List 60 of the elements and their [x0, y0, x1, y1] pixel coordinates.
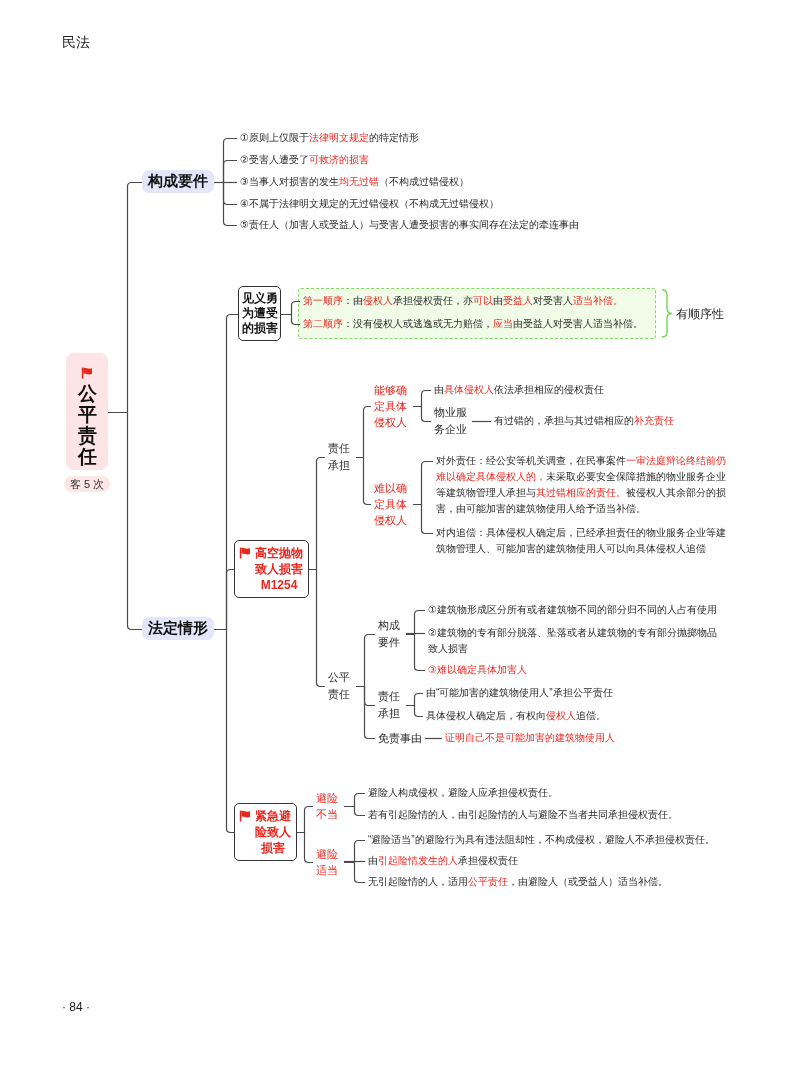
connector-line: [412, 405, 432, 423]
connector-line: [343, 805, 366, 817]
key-point-label: 难以确定具体侵权人: [371, 480, 413, 528]
key-point-text: 证明自己不是可能加害的建筑物使用人: [442, 730, 618, 746]
branch-label: 构成要件: [375, 617, 406, 651]
root-topic-card: [66, 353, 108, 470]
branch-text: ①原则上仅限于法律明文规定的特定情形: [237, 130, 422, 146]
connector-line: [405, 633, 426, 672]
root-topic-title: 公平责任: [77, 384, 97, 468]
branch-label: 物业服务企业: [431, 404, 472, 438]
key-point-text: ③难以确定具体加害人: [425, 662, 530, 678]
branch-topic-box: 见义勇为遭受的损害: [238, 286, 281, 341]
branch-text: ②建筑物的专有部分脱落、坠落或者从建筑物的专有部分抛掷物品致人损害: [425, 625, 726, 657]
branch-text: 有过错的，承担与其过错相应的补充责任: [491, 413, 677, 429]
branch-topic-title: 紧急避险致人损害: [254, 808, 292, 856]
branch-text: 第二顺序：没有侵权人或逃逸或无力赔偿，应当由受益人对受害人适当补偿。: [300, 316, 646, 332]
connector-line: [343, 861, 366, 884]
branch-topic-title: 高空抛物致人损害 M1254: [254, 545, 304, 593]
subtopic-label: 法定情形: [142, 617, 214, 640]
connector-line: [296, 831, 314, 864]
connector-line: [424, 737, 443, 740]
branch-label: 公平责任: [325, 669, 356, 703]
connector-line: [213, 181, 238, 227]
page-number: · 84 ·: [62, 999, 90, 1016]
branch-label: 责任承担: [375, 688, 406, 722]
page-header: 民法: [62, 33, 90, 51]
branch-text: 第一顺序：由侵权人承担侵权责任，亦可以由受益人对受害人适当补偿。: [300, 293, 626, 309]
branch-label: 免责事由: [375, 730, 425, 746]
branch-text: 无引起险情的人，适用公平责任，由避险人（或受益人）适当补偿。: [365, 874, 671, 890]
subtopic-label: 构成要件: [142, 170, 214, 193]
branch-text: 若有引起险情的人，由引起险情的人与避险不当者共同承担侵权责任。: [365, 807, 681, 823]
branch-text: ④不属于法律明文规定的无过错侵权（不构成无过错侵权）: [237, 196, 502, 212]
branch-text: 由引起险情发生的人承担侵权责任: [365, 853, 521, 869]
connector-line: [471, 420, 492, 423]
branch-text: 由“可能加害的建筑物使用人”承担公平责任: [423, 685, 616, 701]
connector-line: [308, 568, 326, 688]
connector-line: [405, 632, 426, 635]
branch-text: ③当事人对损害的发生均无过错（不构成过错侵权）: [237, 174, 472, 190]
branch-topic-box: [234, 540, 309, 598]
connector-line: [343, 860, 366, 863]
branch-topic-box: [234, 803, 297, 861]
branch-text: 对内追偿：具体侵权人确定后，已经承担责任的物业服务企业等建筑物管理人、可能加害的建筑物使用人可以向具体侵权人追偿: [433, 525, 734, 557]
branch-text: ⑤责任人（加害人或受益人）与受害人遭受损害的事实间存在法定的牵连事由: [237, 217, 582, 233]
key-point-label: 能够确定具体侵权人: [371, 382, 413, 430]
annotation-text: 有顺序性: [676, 307, 724, 322]
connector-line: [405, 704, 424, 718]
branch-label: 责任承担: [325, 440, 356, 474]
branch-text: 具体侵权人确定后，有权向侵权人追偿。: [423, 708, 609, 724]
dashed-frame: [298, 288, 656, 339]
branch-text: ②受害人遭受了可救济的损害: [237, 152, 372, 168]
key-point-label: 避险适当: [313, 846, 344, 878]
branch-text: “避险适当”的避险行为具有违法阻却性，不构成侵权，避险人不承担侵权责任。: [365, 832, 718, 848]
branch-text: 避险人构成侵权，避险人应承担侵权责任。: [365, 785, 561, 801]
branch-text: 由具体侵权人依法承担相应的侵权责任: [431, 382, 607, 398]
key-point-label: 避险不当: [313, 790, 344, 822]
connector-line: [107, 411, 143, 631]
branch-text: 对外责任：经公安等机关调查，在民事案件一审法庭辩论终结前仍难以确定具体侵权人的，未采取必要安全保障措施的物业服务企业等建筑物管理人承担与其过错相应的责任。被侵权人其余部分的损害，由可能加害的建筑物使用人给予适当补偿。: [433, 453, 734, 517]
count-tag: 客 5 次: [64, 476, 110, 492]
branch-text: ①建筑物形成区分所有或者建筑物不同的部分归不同的人占有使用: [425, 602, 720, 618]
connector-line: [213, 628, 235, 834]
